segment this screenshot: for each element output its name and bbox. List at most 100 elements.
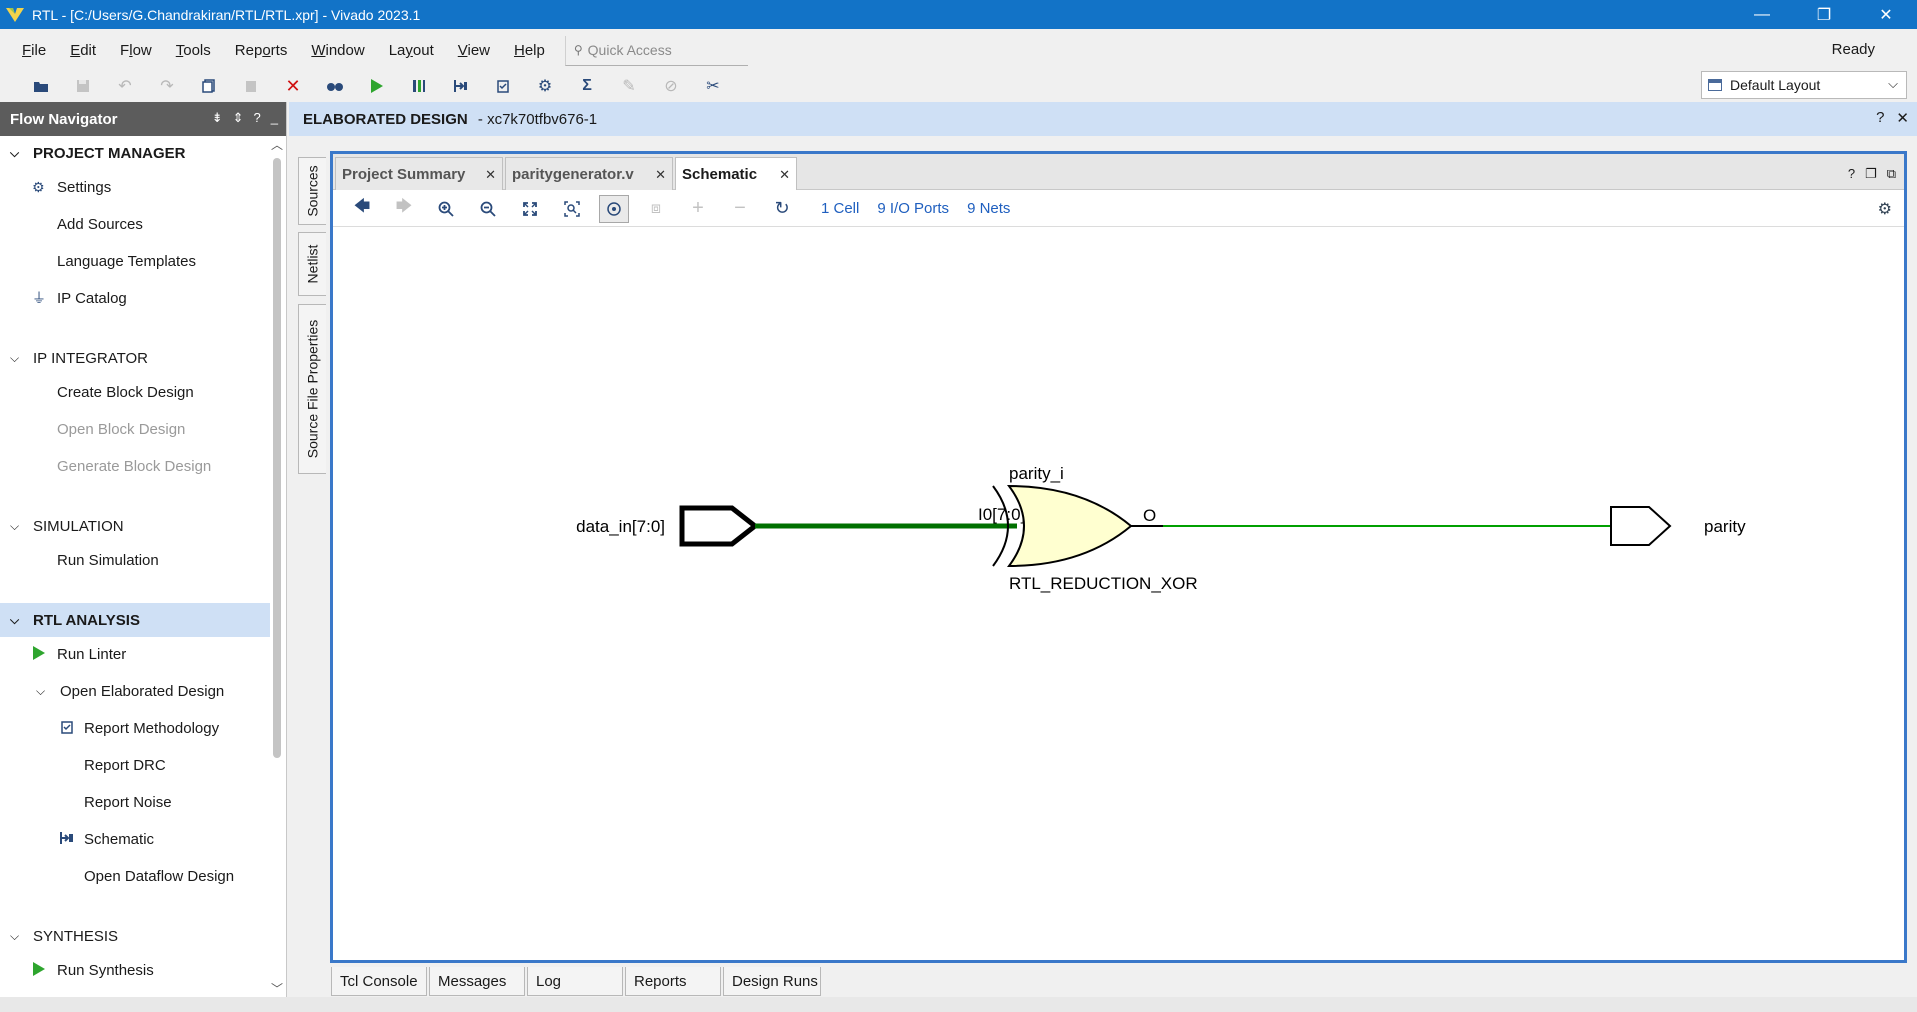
program-device-icon[interactable] [440,73,482,99]
nets-link[interactable]: 9 Nets [967,200,1011,217]
tool-disabled-icon-2[interactable]: ⊘ [664,78,678,95]
tab-schematic[interactable]: Schematic ✕ [675,157,797,190]
menu-window[interactable]: Window [311,42,365,59]
section-simulation[interactable]: ⌵ SIMULATION [10,517,124,535]
delete-icon[interactable]: ✕ [285,75,301,96]
tab-source-file-properties[interactable]: Source File Properties [298,304,326,474]
scroll-down-icon[interactable]: ﹀ [270,982,283,996]
zoom-in-icon[interactable] [425,195,467,223]
quick-access-input[interactable]: ⚲ Quick Access [564,35,748,66]
menu-tools[interactable]: Tools [175,42,211,59]
nav-add-sources[interactable]: Add Sources [57,215,143,233]
io-ports-link[interactable]: 9 I/O Ports [877,200,950,217]
sigma-icon[interactable]: Σ [582,77,592,94]
help-icon[interactable]: ? [1876,109,1885,126]
xor-gate[interactable] [1007,484,1133,568]
schematic-canvas[interactable]: data_in[7:0] I0[7:0] parity_i RTL_REDUCT… [333,228,1904,960]
section-rtl-analysis[interactable]: ⌵ RTL ANALYSIS [0,603,270,637]
tab-sources[interactable]: Sources [298,157,326,225]
zoom-fit-icon[interactable] [509,195,551,223]
nav-report-methodology[interactable]: Report Methodology [0,711,270,745]
nav-open-block-design[interactable]: Open Block Design [57,420,186,438]
layout-select[interactable]: Default Layout ⌵ [1701,71,1907,99]
tab-design-runs[interactable]: Design Runs [723,967,821,996]
menu-layout[interactable]: Layout [388,42,434,59]
section-synthesis[interactable]: ⌵ SYNTHESIS [10,927,119,945]
restore-button[interactable]: ❐ [1816,6,1832,24]
cross-tool-icon[interactable]: ✂ [706,78,720,95]
nav-run-linter[interactable]: Run Linter [0,637,270,671]
paste-icon[interactable] [230,73,272,99]
nav-settings[interactable]: ⚙ Settings [32,178,112,196]
expand-all-icon[interactable]: ⇕ [232,110,244,125]
nav-report-drc[interactable]: Report DRC [84,756,166,774]
nav-schematic[interactable]: Schematic [0,822,270,856]
tab-messages[interactable]: Messages [429,967,525,996]
nav-open-dataflow-design[interactable]: Open Dataflow Design [84,867,235,885]
output-port-shape[interactable] [1610,506,1672,546]
menu-view[interactable]: View [457,42,490,59]
close-icon[interactable]: ✕ [655,167,666,182]
close-window-button[interactable]: ✕ [1879,6,1893,24]
run-icon[interactable] [356,73,398,99]
step-icon[interactable] [398,73,440,99]
close-icon[interactable]: ✕ [1896,110,1909,127]
regenerate-icon[interactable]: ⧈ [650,199,662,217]
forward-arrow-icon[interactable]: 🡆 [395,198,413,215]
zoom-area-icon[interactable] [551,195,593,223]
help-icon[interactable]: ? [1847,166,1856,181]
refresh-icon[interactable]: ↻ [774,198,790,218]
collapse-icon[interactable]: − [734,197,746,219]
float-panel-icon[interactable]: ⧉ [1886,166,1896,181]
zoom-out-icon[interactable] [467,195,509,223]
report-icon[interactable] [482,73,524,99]
scrollbar-thumb[interactable] [273,158,281,758]
settings-gear-icon[interactable]: ⚙ [537,78,553,95]
expand-icon[interactable]: + [692,197,704,219]
nav-run-synthesis[interactable]: Run Synthesis [0,953,270,987]
back-arrow-icon[interactable]: 🡄 [353,198,371,215]
restore-panel-icon[interactable]: ❐ [1865,166,1877,181]
cells-link[interactable]: 1 Cell [821,200,860,217]
collapse-all-icon[interactable]: ⇟ [211,110,223,125]
close-icon[interactable]: ✕ [779,167,790,182]
gear-icon[interactable]: ⚙ [1877,201,1892,218]
nav-open-elaborated-design[interactable]: ⌵ Open Elaborated Design [36,682,225,700]
nav-run-simulation[interactable]: Run Simulation [57,551,159,569]
save-icon[interactable] [62,73,104,99]
tab-log[interactable]: Log [527,967,623,996]
nav-report-noise[interactable]: Report Noise [84,793,172,811]
help-icon[interactable]: ? [253,110,261,125]
nav-generate-block-design[interactable]: Generate Block Design [57,457,212,475]
nav-language-templates[interactable]: Language Templates [57,252,196,270]
redo-icon[interactable]: ↷ [160,78,174,95]
menu-edit[interactable]: Edit [70,42,97,59]
menu-flow[interactable]: Flow [120,42,152,59]
scroll-up-icon[interactable]: ︿ [270,138,283,152]
minimize-panel-icon[interactable]: _ [270,110,278,125]
section-ip-integrator[interactable]: ⌵ IP INTEGRATOR [10,349,149,367]
run-icon [33,645,45,663]
nav-ip-catalog[interactable]: ⏚ IP Catalog [32,289,127,307]
tab-tcl-console[interactable]: Tcl Console [331,967,427,996]
tab-paritygenerator[interactable]: paritygenerator.v ✕ [505,157,673,190]
open-project-icon[interactable] [20,73,62,99]
tool-disabled-icon-1[interactable]: ✎ [622,78,636,95]
tab-project-summary[interactable]: Project Summary ✕ [335,157,503,190]
input-port-shape[interactable] [679,505,760,547]
section-project-manager[interactable]: ⌵ PROJECT MANAGER [10,144,186,162]
menu-help[interactable]: Help [514,42,545,59]
binoculars-icon[interactable] [314,73,356,99]
minimize-button[interactable]: — [1754,5,1770,23]
undo-icon[interactable]: ↶ [118,78,132,95]
chevron-down-icon: ⌵ [10,928,20,943]
close-icon[interactable]: ✕ [485,167,496,182]
select-mode-icon[interactable] [599,194,629,223]
copy-icon[interactable] [188,73,230,99]
menu-file[interactable]: File [22,42,47,59]
flow-navigator-scrollbar[interactable]: ︿ ﹀ [270,136,284,997]
nav-create-block-design[interactable]: Create Block Design [57,383,194,401]
tab-netlist[interactable]: Netlist [298,232,326,296]
tab-reports[interactable]: Reports [625,967,721,996]
menu-reports[interactable]: Reports [234,42,288,59]
